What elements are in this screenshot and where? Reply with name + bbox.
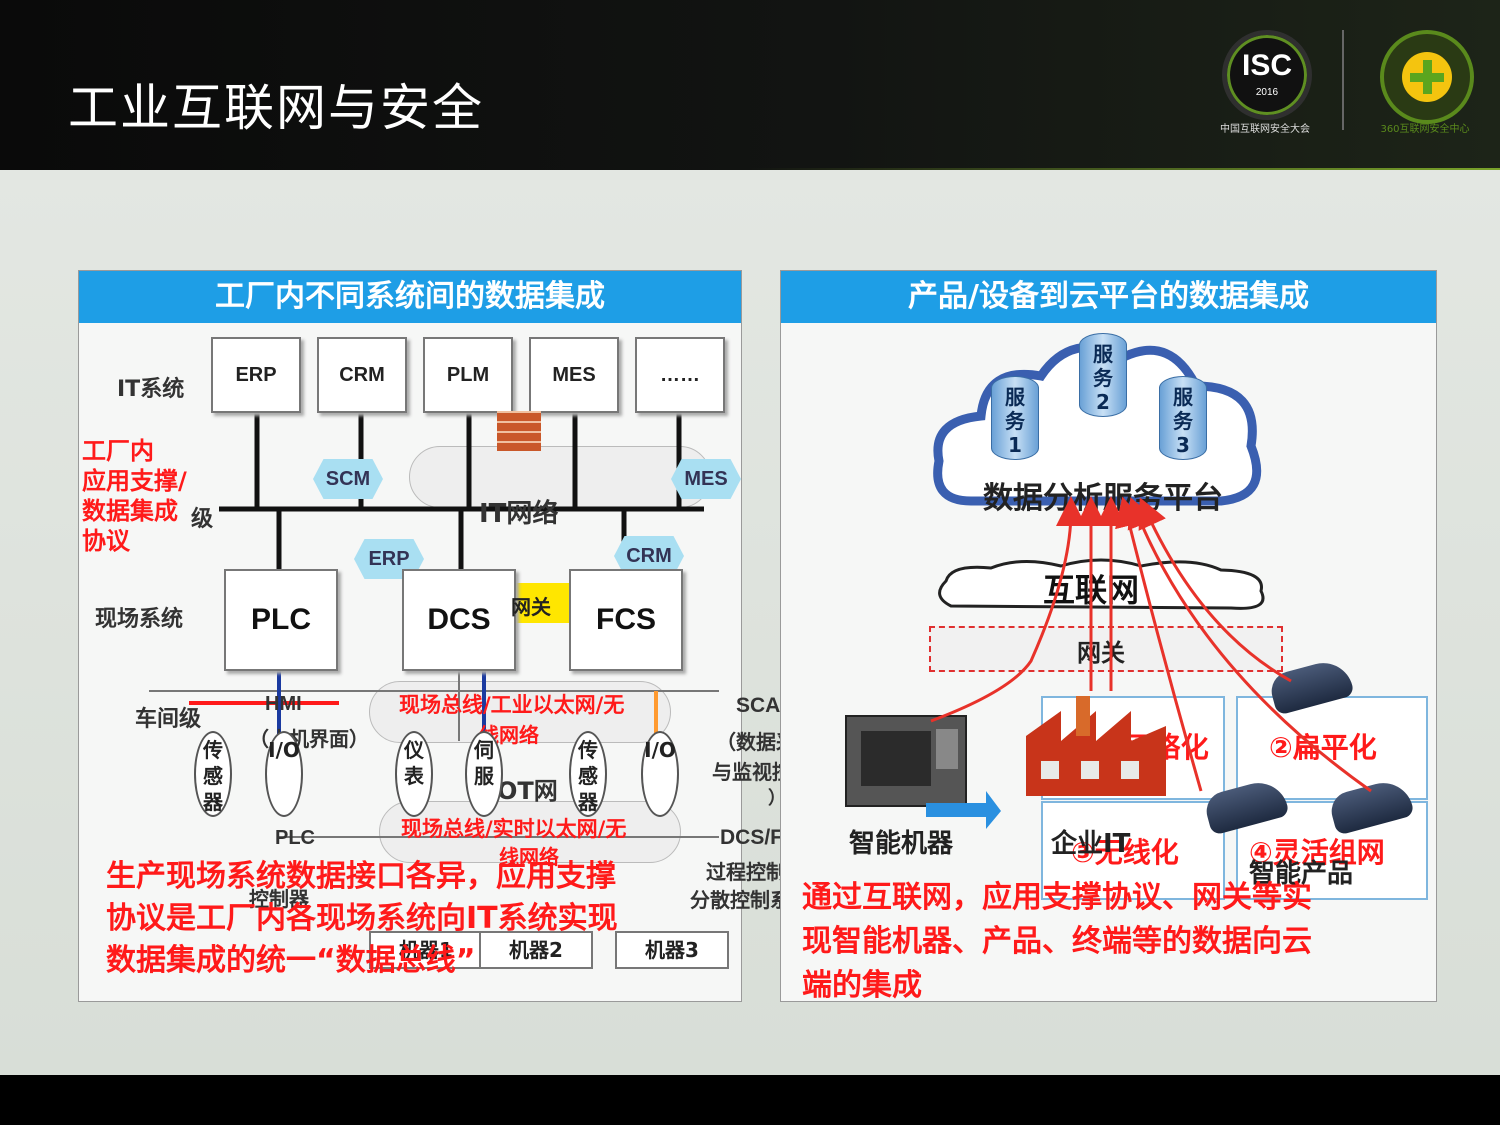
app-hex-mes: MES <box>671 459 741 499</box>
it-system-erp: ERP <box>211 337 301 413</box>
connector-lines <box>149 411 719 838</box>
machine-2: 机器2 <box>479 931 593 969</box>
trend-wireless: ③无线化 <box>1071 836 1179 869</box>
fieldbus-cloud-bottom <box>379 801 681 863</box>
slide-footer <box>0 1075 1500 1125</box>
hmi-note: （人机界面） <box>249 727 369 751</box>
app-hex-scm: SCM <box>313 459 383 499</box>
right-panel-title: 产品/设备到云平台的数据集成 <box>781 271 1436 323</box>
slide-title: 工业互联网与安全 <box>68 79 484 137</box>
row-label-workshop: 车间级 <box>135 707 202 732</box>
field-system-plc: PLC <box>224 569 338 671</box>
it-system-mes: MES <box>529 337 619 413</box>
trend-cell-2 <box>1236 696 1428 800</box>
smart-product-label: 智能产品 <box>1249 859 1354 889</box>
isc-logo: ISC 2016 <box>1222 30 1312 120</box>
left-red-annotation-top: 工厂内 应用支撑/ 数据集成 协议 <box>82 437 187 555</box>
machine-1: 机器1 <box>369 931 483 969</box>
slide-header: 工业互联网与安全 ISC 2016 中国互联网安全大会 360互联网安全中心 <box>0 0 1500 170</box>
brand-360-caption: 360互联网安全中心 <box>1380 124 1470 135</box>
brand-360-logo <box>1380 30 1474 124</box>
gateway-label: 网关 <box>511 595 551 619</box>
device-sensor-2: 传感器 <box>569 731 607 817</box>
smart-machine-label: 智能机器 <box>849 829 954 859</box>
left-red-annotation-bottom: 生产现场系统数据接口各异，应用支撑 协议是工厂内各现场系统向IT系统实现 数据集… <box>106 859 618 978</box>
fieldbus-bottom-label-2: 线网络 <box>499 845 559 869</box>
device-servo: 伺服 <box>465 731 503 817</box>
cnc-machine-icon <box>845 715 1001 829</box>
trend-flattened: ②扁平化 <box>1269 731 1377 764</box>
accent-line <box>750 168 1500 171</box>
device-sensor-1: 传感器 <box>194 731 232 817</box>
controller-label: 控制器 <box>249 887 309 911</box>
fieldbus-bottom-label: 现场总线/实时以太网/无 <box>401 817 627 841</box>
device-io-1: I/O <box>265 731 303 817</box>
gateway-box <box>929 626 1283 672</box>
plc-label: PLC <box>275 827 315 849</box>
internet-cloud-shape <box>938 558 1265 610</box>
logo-divider <box>1342 30 1344 130</box>
factory-icon <box>1026 696 1166 796</box>
gateway-label-right: 网关 <box>1077 639 1125 667</box>
isc-logo-text: ISC <box>1241 49 1292 82</box>
fieldbus-top-label: 现场总线/工业以太网/无 <box>399 693 625 717</box>
right-red-annotation: 通过互联网，应用支撑协议、网关等实 现智能机器、产品、终端等的数据向云 端的集成 <box>802 880 1312 1003</box>
it-network-label: IT网络 <box>479 499 559 529</box>
hmi-label: HMI <box>265 693 302 715</box>
machine-3: 机器3 <box>615 931 729 969</box>
it-system-more: …… <box>635 337 725 413</box>
row-label-level: 级 <box>191 507 214 532</box>
firewall-icon <box>497 411 541 451</box>
device-instrument: 仪表 <box>395 731 433 817</box>
row-label-field-system: 现场系统 <box>95 607 184 632</box>
left-panel-title: 工厂内不同系统间的数据集成 <box>79 271 741 323</box>
trend-cell-3 <box>1041 801 1225 900</box>
it-system-plm: PLM <box>423 337 513 413</box>
ot-network-label: OT网 <box>497 777 558 805</box>
isc-caption: 中国互联网安全大会 <box>1220 124 1310 135</box>
device-io-2: I/O <box>641 731 679 817</box>
it-system-crm: CRM <box>317 337 407 413</box>
trend-flexible-networking: ④灵活组网 <box>1249 836 1385 869</box>
field-system-dcs: DCS <box>402 569 516 671</box>
dcs-fcs-note-2: 分散控制系 <box>690 888 790 912</box>
data-flow-arrows <box>930 496 1372 793</box>
isc-logo-year: 2016 <box>1255 87 1279 98</box>
enterprise-it-label: 企业IT <box>1051 829 1131 859</box>
field-system-fcs: FCS <box>569 569 683 671</box>
cross-icon <box>1402 52 1452 102</box>
row-label-it-system: IT系统 <box>117 377 185 402</box>
left-panel: 工厂内不同系统间的数据集成 IT系统 现场系统 车间级 级 ERP <box>78 270 742 1002</box>
